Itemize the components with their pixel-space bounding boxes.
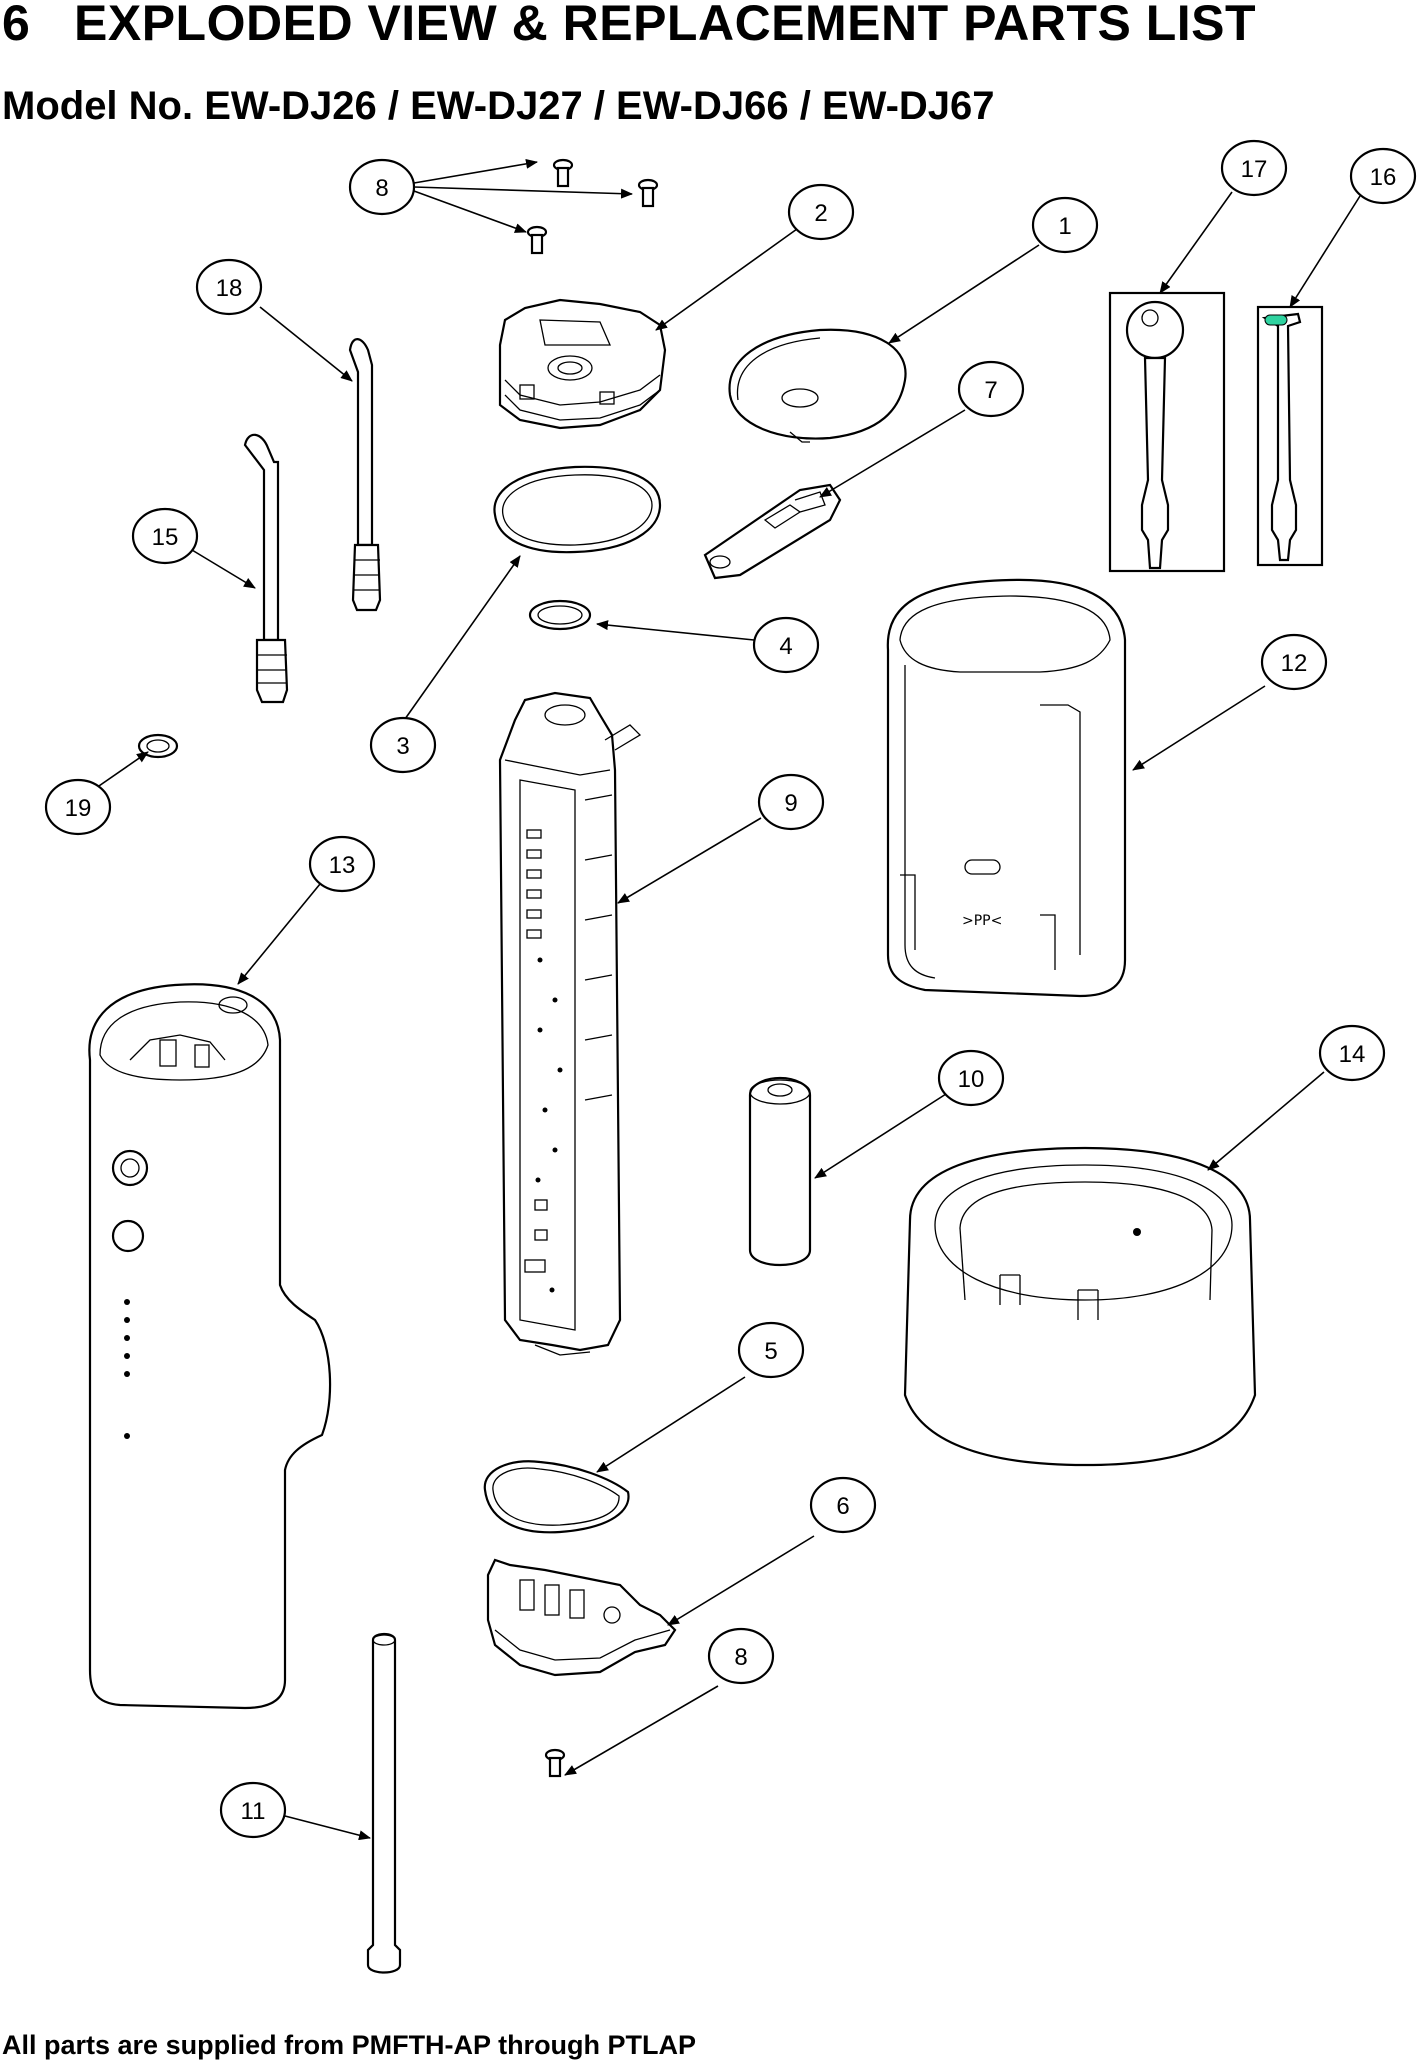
callout-2: 2 (787, 183, 855, 241)
callout-1: 1 (1031, 196, 1099, 254)
part-8-screw-bottom (544, 1748, 566, 1778)
svg-text:>PP<: >PP< (962, 913, 1002, 929)
callout-10: 10 (937, 1049, 1005, 1107)
part-5-lower-oring (483, 1460, 630, 1534)
part-13-main-body (88, 983, 332, 1710)
part-16-nozzle-thin (1256, 305, 1324, 567)
callout-8-bottom: 8 (707, 1627, 775, 1685)
model-number-line: Model No. EW-DJ26 / EW-DJ27 / EW-DJ66 / … (2, 84, 995, 128)
section-number: 6 (2, 0, 31, 51)
callout-3: 3 (369, 716, 437, 774)
callout-16: 16 (1349, 147, 1417, 205)
callout-19-label: 19 (65, 795, 92, 822)
callout-10-label: 10 (958, 1066, 985, 1093)
callout-8-bottom-label: 8 (734, 1644, 747, 1671)
callout-1-label: 1 (1058, 213, 1071, 240)
callout-17: 17 (1220, 139, 1288, 197)
callout-11: 11 (219, 1781, 287, 1839)
section-heading: 6 EXPLODED VIEW & REPLACEMENT PARTS LIST (2, 0, 1256, 52)
callout-15-label: 15 (152, 524, 179, 551)
callout-3-label: 3 (396, 733, 409, 760)
part-18-nozzle (348, 338, 382, 612)
callout-2-label: 2 (814, 200, 827, 227)
callout-14-label: 14 (1339, 1041, 1366, 1068)
callout-11-label: 11 (241, 1798, 266, 1825)
section-title: EXPLODED VIEW & REPLACEMENT PARTS LIST (74, 0, 1257, 51)
part-3-large-oring (493, 465, 662, 554)
callout-4: 4 (752, 616, 820, 674)
callout-12-label: 12 (1281, 650, 1308, 677)
callout-9: 9 (757, 773, 825, 831)
callout-19: 19 (44, 778, 112, 836)
part-9-circuit-frame (498, 691, 642, 1356)
callout-16-label: 16 (1370, 164, 1397, 191)
part-10-battery (748, 1076, 812, 1267)
callout-13-label: 13 (329, 852, 356, 879)
footer-note: All parts are supplied from PMFTH-AP thr… (2, 2030, 697, 2060)
callout-4-label: 4 (779, 633, 792, 660)
part-8-screws-top (526, 158, 659, 255)
callout-15: 15 (131, 507, 199, 565)
part-12-tank-cover: >PP< (886, 578, 1127, 998)
part-14-base-stand (903, 1146, 1257, 1467)
callout-18-label: 18 (216, 275, 243, 302)
callout-13: 13 (308, 835, 376, 893)
callout-12: 12 (1260, 633, 1328, 691)
callout-5: 5 (737, 1321, 805, 1379)
part-6-bottom-cap (486, 1558, 677, 1677)
part-4-small-oring (528, 599, 592, 631)
part-7-bracket (703, 483, 842, 580)
part-2-top-cap (498, 298, 667, 430)
callout-5-label: 5 (764, 1338, 777, 1365)
callout-6: 6 (809, 1476, 877, 1534)
callout-14: 14 (1318, 1024, 1386, 1082)
callout-9-label: 9 (784, 790, 797, 817)
part-11-tube (366, 1632, 402, 1974)
part-1-oval-plate (728, 328, 907, 443)
callout-8-top: 8 (348, 158, 416, 216)
leader-lines (95, 158, 1361, 1841)
callout-8-top-label: 8 (375, 175, 388, 202)
callout-7-label: 7 (984, 377, 997, 404)
part-15-nozzle (243, 433, 289, 704)
callout-18: 18 (195, 258, 263, 316)
callout-7: 7 (957, 360, 1025, 418)
callout-6-label: 6 (836, 1493, 849, 1520)
part-17-nozzle-round (1108, 291, 1226, 573)
callout-17-label: 17 (1241, 156, 1268, 183)
